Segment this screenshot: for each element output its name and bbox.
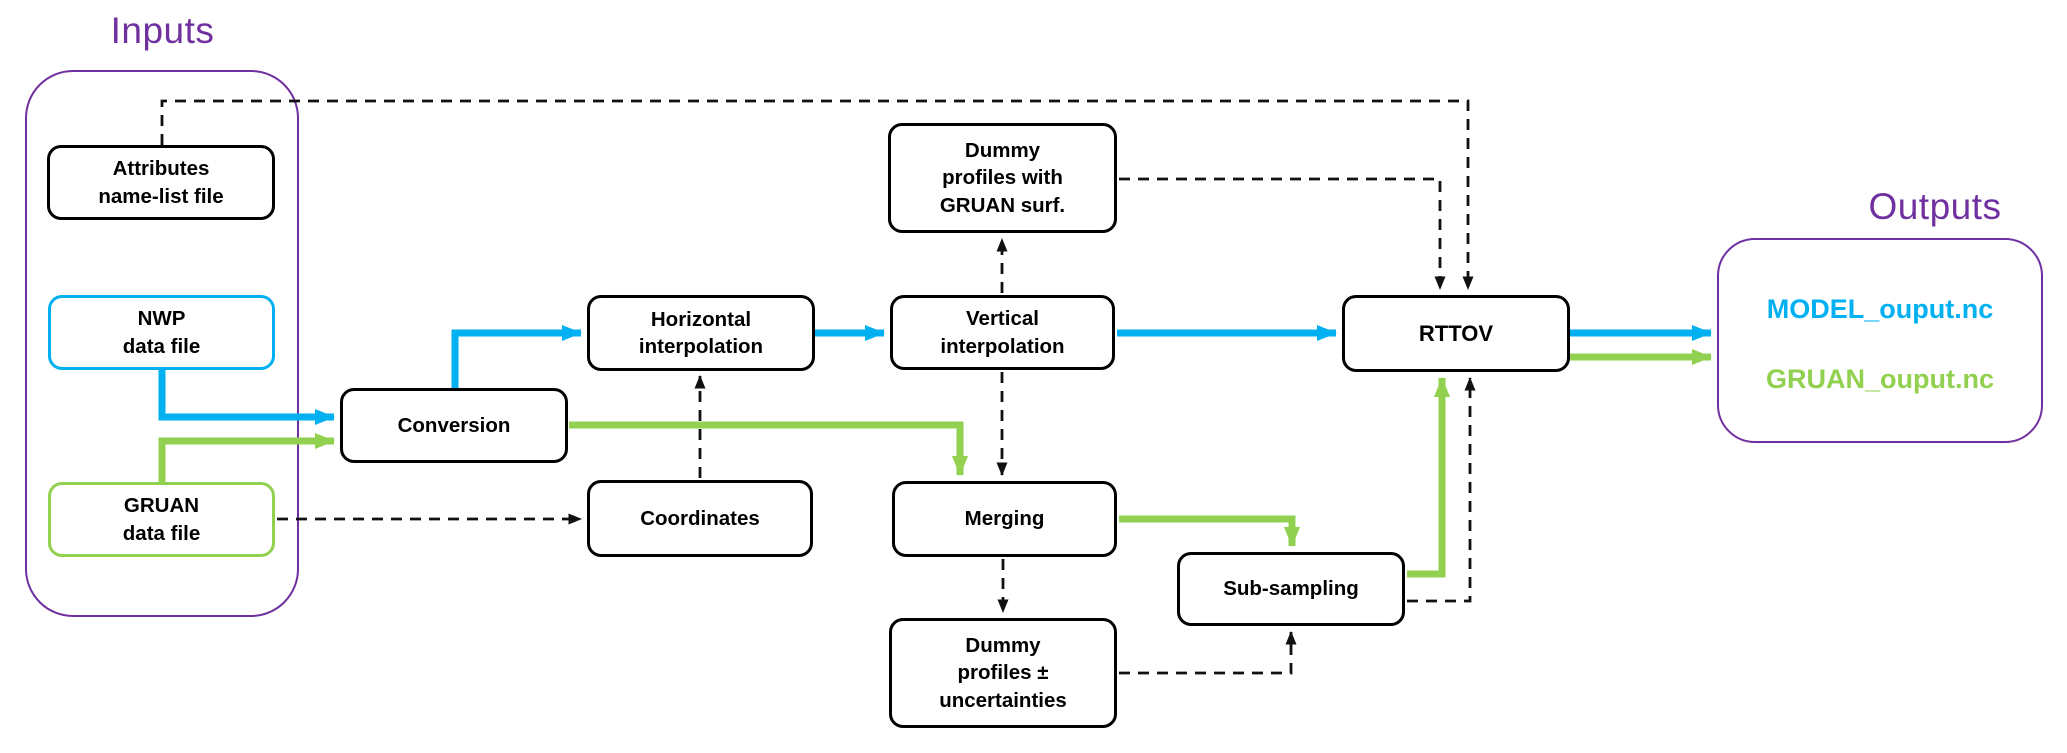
node-attributes-name-list-file: Attributes name-list file [47, 145, 275, 220]
outputs-group-box [1717, 238, 2043, 443]
node-dummy-profiles-gruan-surf-label: Dummy profiles with GRUAN surf. [939, 139, 1066, 217]
node-vertical-interpolation: Vertical interpolation [890, 295, 1115, 370]
node-coordinates-label: Coordinates [640, 506, 760, 530]
node-gruan-data-file: GRUAN data file [48, 482, 275, 557]
edge-nwp-to-conversion [158, 370, 335, 425]
inputs-title: Inputs [110, 10, 215, 51]
edge-merging-to-sub-sampling [1119, 515, 1300, 547]
node-gruan-label: GRUAN data file [122, 494, 201, 545]
output-file-gruan: GRUAN_ouput.nc [1766, 364, 1994, 394]
node-nwp-label: NWP data file [122, 307, 201, 358]
node-dummy-profiles-uncertainties: Dummy profiles ± uncertainties [889, 618, 1117, 728]
node-rttov-label: RTTOV [1418, 320, 1494, 346]
edge-dummy-profiles-gruan-surf-to-rttov [1119, 177, 1446, 290]
inputs-group-box [25, 70, 299, 617]
node-conversion: Conversion [340, 388, 568, 463]
node-sub-sampling-label: Sub-sampling [1223, 577, 1359, 601]
node-conversion-label: Conversion [397, 413, 511, 437]
node-rttov: RTTOV [1342, 295, 1570, 372]
node-vertical-interpolation-label: Vertical interpolation [940, 307, 1065, 358]
output-file-model: MODEL_ouput.nc [1766, 294, 1994, 324]
node-horizontal-interpolation-label: Horizontal interpolation [638, 307, 764, 358]
edge-gruan-to-conversion [158, 433, 335, 482]
node-horizontal-interpolation: Horizontal interpolation [587, 295, 815, 371]
node-attributes-label: Attributes name-list file [98, 157, 224, 208]
node-merging-label: Merging [964, 507, 1045, 531]
edge-conversion-to-merging [569, 421, 968, 476]
edge-attributes-to-rttov [160, 99, 1474, 290]
outputs-title: Outputs [1868, 186, 2002, 227]
edge-conversion-to-horizontal-interpolation [451, 325, 582, 388]
edge-sub-sampling-to-rttov-dashed [1407, 377, 1476, 603]
node-dummy-profiles-gruan-surf: Dummy profiles with GRUAN surf. [888, 123, 1117, 233]
node-coordinates: Coordinates [587, 480, 813, 557]
edge-sub-sampling-to-rttov [1407, 377, 1450, 578]
node-sub-sampling: Sub-sampling [1177, 552, 1405, 626]
node-nwp-data-file: NWP data file [48, 295, 275, 370]
node-merging: Merging [892, 481, 1117, 557]
edge-dummy-profiles-uncertainties-to-sub-sampling [1119, 631, 1297, 675]
node-dummy-profiles-uncertainties-label: Dummy profiles ± uncertainties [939, 634, 1067, 712]
